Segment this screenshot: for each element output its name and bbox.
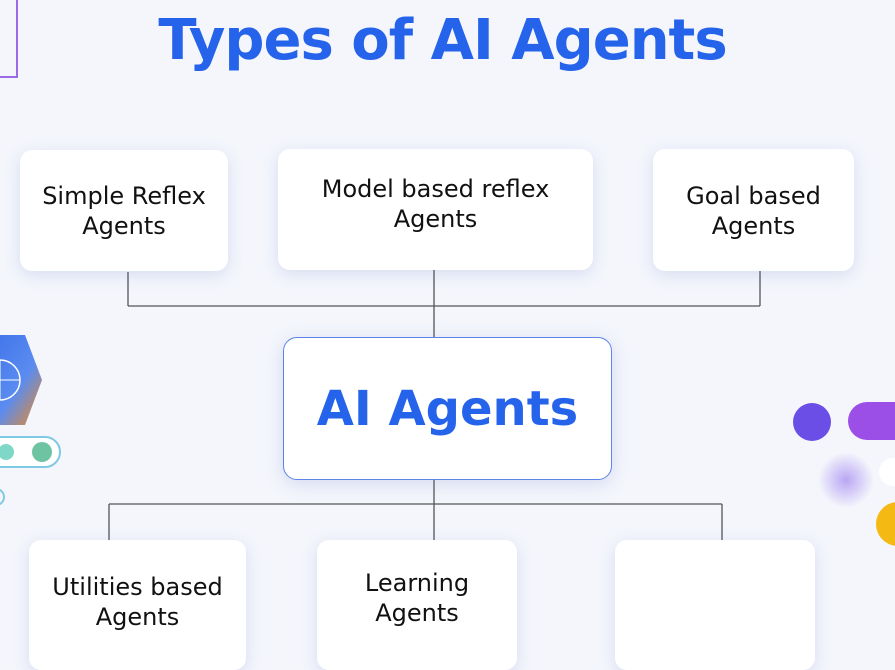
yellow-dot	[876, 502, 895, 546]
decorative-frame	[0, 0, 18, 78]
decorative-graphic-right	[793, 402, 895, 546]
node-label: Model based reflex Agents	[321, 174, 550, 233]
node-label: Utilities based Agents	[52, 573, 223, 631]
purple-dot	[793, 403, 831, 441]
node-model-based-reflex-agents: Model based reflex Agents	[278, 149, 593, 270]
node-goal-based-agents: Goal based Agents	[653, 149, 854, 271]
decorative-graphic-left	[0, 335, 61, 506]
center-node-ai-agents: AI Agents	[283, 337, 612, 480]
purple-pill	[848, 402, 895, 440]
node-blank	[615, 540, 815, 670]
node-label: Learning Agents	[364, 569, 470, 627]
node-label: Goal based Agents	[686, 182, 821, 240]
node-simple-reflex-agents: Simple Reflex Agents	[20, 150, 228, 271]
center-label: AI Agents	[316, 380, 579, 437]
white-dot	[879, 458, 895, 486]
node-label: Simple Reflex Agents	[42, 181, 206, 240]
small-ring	[0, 488, 5, 506]
soft-purple-blob	[818, 452, 874, 508]
node-learning-agents: Learning Agents	[317, 540, 517, 670]
node-utilities-based-agents: Utilities based Agents	[29, 540, 246, 670]
hexagon-shape	[0, 335, 42, 425]
page-title: Types of AI Agents	[158, 8, 727, 73]
